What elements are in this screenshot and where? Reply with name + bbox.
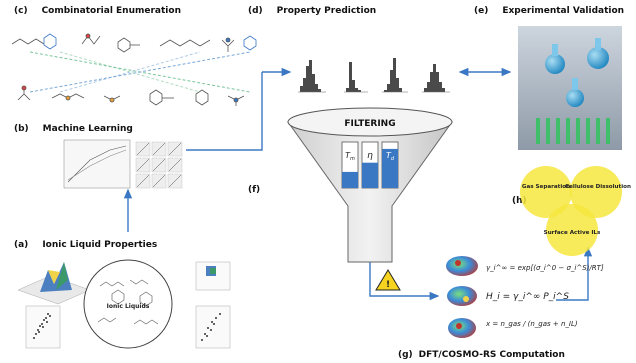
equation-henry: H_i = γ_i^∞ P_i^S [486, 292, 569, 302]
svg-text:Tm: Tm [345, 151, 355, 162]
svg-text:Cellulose Dissolution: Cellulose Dissolution [565, 184, 631, 190]
panel-c-label: (c)Combinatorial Enumeration [14, 6, 181, 16]
equation-solubility: x = n_gas / (n_gas + n_IL) [485, 320, 578, 328]
filter-bars: Tm η Td [341, 141, 399, 189]
panel-h-label: (h) [512, 196, 527, 206]
filter-bar-viscosity [362, 162, 378, 188]
funnel-label: FILTERING [344, 119, 395, 129]
svg-text:!: ! [386, 280, 390, 290]
equations: γ_i^∞ = exp[(σ_i^0 − σ_i^S)/RT] H_i = γ_… [485, 264, 604, 328]
scatter-plot-right [195, 305, 231, 349]
arrow-filter-to-dft [369, 262, 440, 301]
svg-text:Surface Active ILs: Surface Active ILs [544, 230, 601, 236]
applications-venn: Gas Separation Cellulose Dissolution Sur… [520, 166, 631, 256]
venn-surface-active: Surface Active ILs [544, 230, 601, 236]
equation-activity: γ_i^∞ = exp[(σ_i^0 − σ_i^S)/RT] [486, 264, 604, 272]
svg-text:Td: Td [386, 151, 395, 162]
filter-bar-decomposition [382, 148, 398, 188]
panel-g-label: (g)DFT/COSMO-RS Computation [398, 350, 565, 360]
arrow-learning-to-prediction [186, 72, 263, 151]
flask-icon [545, 38, 609, 107]
ionic-liquids-label: Ionic Liquids [107, 303, 150, 310]
lab-photo [518, 26, 622, 150]
venn-cellulose-dissolution: Cellulose Dissolution [565, 184, 631, 190]
panel-b-label: (b)Machine Learning [14, 124, 133, 134]
surface-plot [17, 262, 91, 305]
panel-d-label: (d)Property Prediction [248, 6, 377, 16]
enumeration-crosslines [29, 51, 251, 93]
panel-e-label: (e)Experimental Validation [474, 6, 625, 16]
molecule-row-top [11, 33, 257, 53]
molecule-row-bottom [17, 85, 245, 106]
svg-text:Gas Separation: Gas Separation [522, 184, 570, 190]
svg-text:η: η [367, 151, 373, 161]
venn-gas-separation: Gas Separation [522, 184, 570, 190]
plot-right-top [195, 261, 231, 291]
filter-bar-melting-point [342, 171, 358, 188]
ionic-liquids-circle: Ionic Liquids [83, 259, 173, 349]
hazard-icon: ! [375, 269, 401, 291]
filter-funnel: FILTERING [287, 107, 453, 263]
panel-a-label: (a)Ionic Liquid Properties [14, 240, 158, 250]
test-tubes-icon [536, 118, 610, 144]
property-histograms [298, 58, 450, 93]
il-properties: Ionic Liquids [17, 259, 231, 349]
panel-f-label: (f) [248, 185, 261, 195]
ml-plots [63, 139, 183, 189]
arrow-dft-to-applications [556, 246, 593, 301]
cosmo-molecules [446, 256, 478, 338]
scatter-plot-left [25, 305, 61, 349]
